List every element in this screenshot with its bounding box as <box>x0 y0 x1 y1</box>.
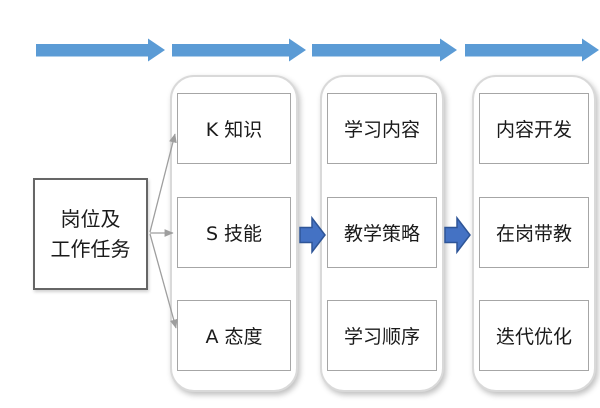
box-learning-sequence: 学习顺序 <box>327 300 437 371</box>
panel-delivery: 内容开发 在岗带教 迭代优化 <box>472 75 596 392</box>
top-flow-arrow-4-icon <box>465 38 599 62</box>
block-arrow-design-to-delivery-icon <box>444 215 471 255</box>
top-flow-arrow-1-icon <box>36 38 165 62</box>
box-onjob-coaching: 在岗带教 <box>479 196 589 268</box>
top-flow-arrow-2-icon <box>172 38 306 62</box>
box-skill: S 技能 <box>177 196 291 268</box>
box-iterative-optimization: 迭代优化 <box>479 300 589 371</box>
box-knowledge: K 知识 <box>177 93 291 164</box>
source-box-label-line2: 工作任务 <box>50 237 131 261</box>
box-attitude: A 态度 <box>177 300 291 371</box>
box-content-development: 内容开发 <box>479 93 589 164</box>
panel-ksa: K 知识 S 技能 A 态度 <box>170 75 298 392</box>
source-box-job-tasks: 岗位及 工作任务 <box>33 178 148 290</box>
panel-design: 学习内容 教学策略 学习顺序 <box>320 75 444 392</box>
source-box-label-line1: 岗位及 <box>60 207 121 231</box>
box-learning-content: 学习内容 <box>327 93 437 164</box>
top-flow-arrow-3-icon <box>312 38 457 62</box>
box-teaching-strategy: 教学策略 <box>327 196 437 268</box>
